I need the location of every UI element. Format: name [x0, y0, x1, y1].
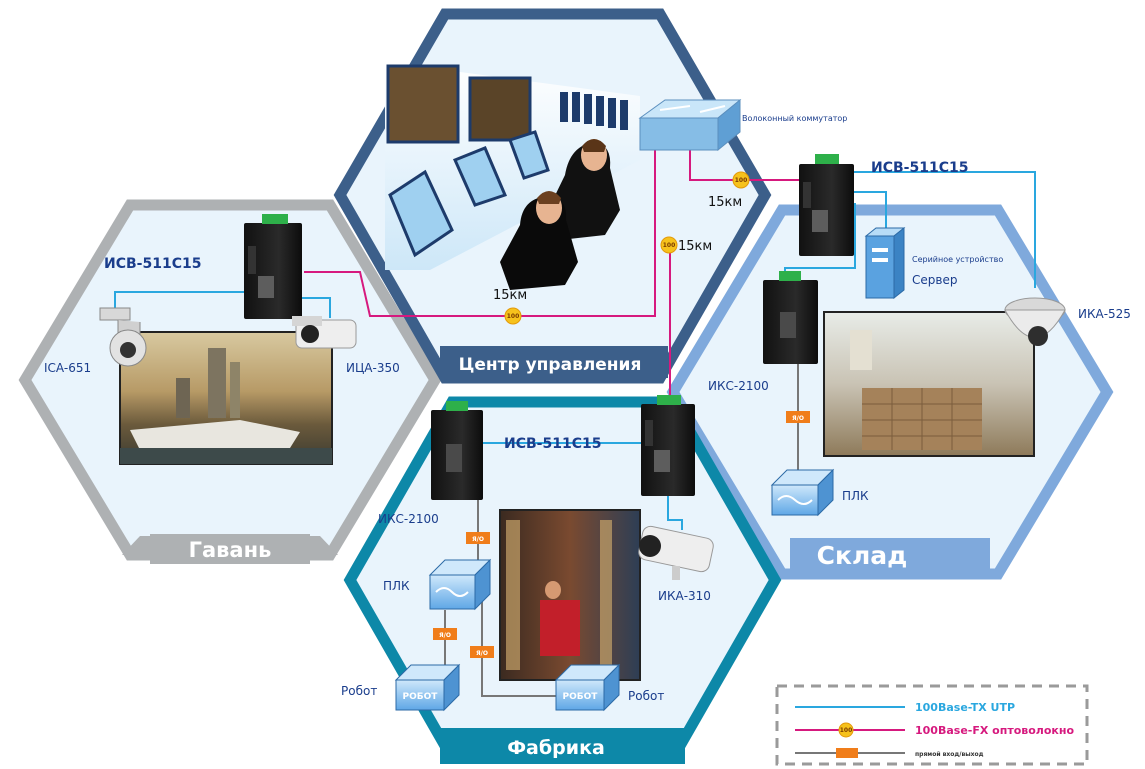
- factory-converter-label: ИКС-2100: [378, 512, 439, 526]
- factory-photo: [499, 509, 641, 681]
- io-badge: Я/О: [786, 411, 810, 423]
- svg-text:Я/О: Я/О: [476, 650, 488, 657]
- factory-plc: [428, 558, 492, 611]
- control-zone-label: Центр управления: [459, 355, 642, 375]
- warehouse-converter: [763, 271, 818, 364]
- warehouse-switch-label: ИСВ-511С15: [871, 160, 968, 176]
- factory-switch: [641, 395, 695, 496]
- video-wall-screen: [468, 76, 532, 142]
- factory-switch-label: ИСВ-511С15: [504, 436, 601, 452]
- svg-text:Я/О: Я/О: [439, 632, 451, 639]
- fiber-switch-label: Волоконный коммутатор: [742, 114, 847, 123]
- robot-left-label: Робот: [341, 684, 377, 698]
- warehouse-plc-label: ПЛК: [842, 489, 869, 503]
- robot-right-label: Робот: [628, 689, 664, 703]
- warehouse-cam-label: ИКА-525: [1078, 307, 1131, 321]
- factory-box-camera: [638, 525, 714, 580]
- control-room-scene: [385, 62, 640, 290]
- svg-text:100: 100: [735, 177, 748, 184]
- robot-left: РОБОТ: [394, 663, 461, 712]
- warehouse-distance-label: 15км: [708, 195, 742, 210]
- server-tower: [864, 226, 906, 300]
- warehouse-zone-label: Склад: [817, 541, 908, 570]
- harbor-switch: [244, 214, 302, 319]
- warehouse-converter-label: ИКС-2100: [708, 379, 769, 393]
- harbor-zone-label: Гавань: [189, 538, 272, 562]
- svg-text:Я/О: Я/О: [472, 536, 484, 543]
- server-label: Сервер: [912, 273, 957, 287]
- legend-fiber-badge: [838, 722, 854, 738]
- harbor-box-camera: [292, 316, 357, 349]
- robot-left-box-text: РОБОТ: [403, 692, 439, 702]
- warehouse-plc: [770, 468, 835, 517]
- window-grid: [560, 92, 628, 130]
- fiber-badge: 100: [660, 236, 678, 254]
- operator-person: [500, 196, 578, 290]
- legend-utp-text: 100Base-TX UTP: [915, 701, 1015, 714]
- fiber-badge: 100: [504, 307, 522, 325]
- svg-text:100: 100: [840, 727, 853, 734]
- harbor-ptz-camera: [99, 307, 147, 367]
- io-badge: Я/О: [433, 628, 457, 640]
- fiber-badge: 100: [732, 171, 750, 189]
- factory-zone-label: Фабрика: [507, 737, 605, 759]
- robot-right: РОБОТ: [554, 663, 621, 712]
- factory-cam-label: ИКА-310: [658, 589, 711, 603]
- svg-text:100: 100: [507, 313, 520, 320]
- harbor-cam-right-label: ИЦА-350: [346, 361, 400, 375]
- harbor-cam-left-label: ICA-651: [44, 361, 91, 375]
- warehouse-photo: [823, 311, 1035, 457]
- harbor-switch-label: ИСВ-511С15: [104, 256, 201, 272]
- legend: 100Base-TX UTP 100 100Base-FX оптоволокн…: [775, 684, 1089, 766]
- warehouse-switch: [799, 154, 854, 256]
- factory-converter: [431, 401, 483, 500]
- io-badge: Я/О: [470, 646, 494, 658]
- warehouse-dome-camera: [1004, 297, 1066, 346]
- robot-right-box-text: РОБОТ: [563, 692, 599, 702]
- svg-text:Я/О: Я/О: [792, 415, 804, 422]
- legend-fiber-text: 100Base-FX оптоволокно: [915, 724, 1074, 737]
- harbor-distance-label: 15км: [493, 288, 527, 303]
- legend-io-text: прямой вход/выход: [915, 751, 984, 758]
- fiber-switch: [638, 98, 742, 152]
- svg-text:100: 100: [663, 242, 676, 249]
- factory-distance-label: 15км: [678, 239, 712, 254]
- legend-io-badge: [836, 748, 858, 758]
- serial-device-label: Серийное устройство: [912, 255, 1003, 264]
- video-wall-screen: [386, 64, 460, 144]
- harbor-photo: [119, 331, 333, 465]
- io-badge: Я/О: [466, 532, 490, 544]
- factory-plc-label: ПЛК: [383, 579, 410, 593]
